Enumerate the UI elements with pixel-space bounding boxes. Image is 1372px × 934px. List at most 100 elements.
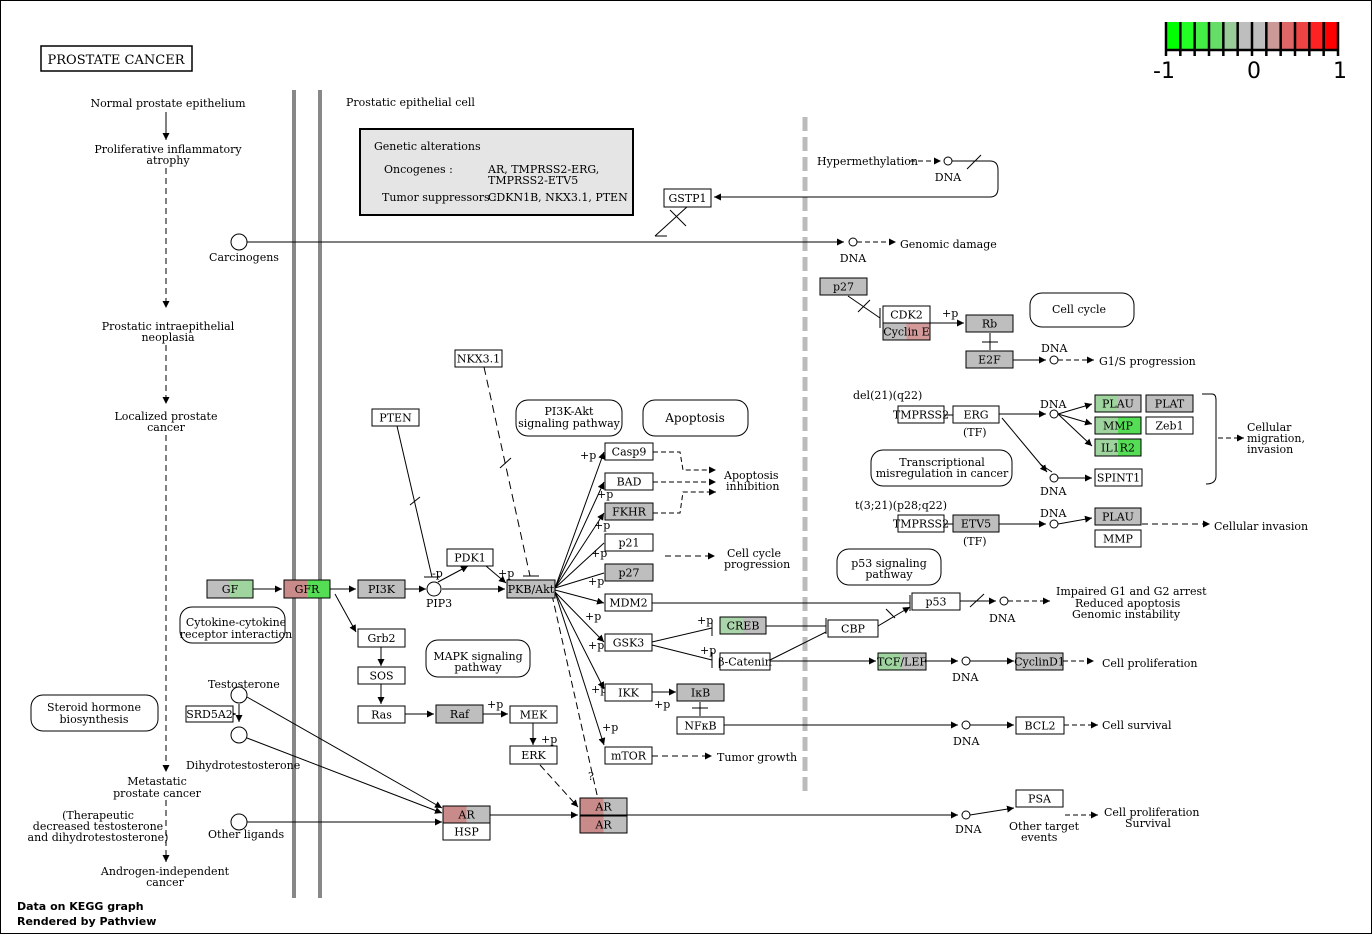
pathway-cell-cycle[interactable]	[1029, 292, 1135, 328]
gene-zeb1[interactable]: Zeb1	[1145, 416, 1194, 435]
label-plus-p-raf: +p	[487, 698, 503, 711]
gene-mmp1[interactable]: MMP	[1094, 416, 1142, 435]
gene-p27a[interactable]: p27	[604, 563, 654, 582]
gene-ras[interactable]: Ras	[357, 705, 406, 724]
gene-il1r2[interactable]: IL1R2	[1094, 438, 1142, 457]
gene-pten[interactable]: PTEN	[371, 408, 420, 427]
gene-pi3k[interactable]: PI3K	[357, 579, 406, 599]
gene-etv5[interactable]: ETV5	[952, 514, 1000, 533]
gene-pdk1[interactable]: PDK1	[446, 548, 494, 567]
gene-creb[interactable]: CREB	[719, 616, 767, 635]
gene-rb-fill-left	[966, 315, 990, 332]
pathway-p53[interactable]	[836, 548, 942, 586]
gene-mmp2[interactable]: MMP	[1094, 529, 1142, 548]
label-cell-prolif: Cell proliferation	[1102, 657, 1197, 670]
gene-erk[interactable]: ERK	[509, 745, 558, 765]
gene-mek-border	[509, 705, 558, 724]
gene-gf[interactable]: GF	[206, 579, 254, 599]
gene-plat[interactable]: PLAT	[1145, 394, 1194, 413]
gene-pkb-border	[506, 579, 556, 599]
gene-plau1[interactable]: PLAU	[1094, 394, 1142, 413]
gene-cycline[interactable]: Cyclin E	[882, 322, 931, 341]
gene-ar1-label: AR	[457, 809, 475, 822]
gene-bcl2[interactable]: BCL2	[1015, 716, 1065, 735]
label-plus-p-bcat: +p	[700, 644, 716, 657]
pathway-mapk[interactable]	[425, 639, 531, 678]
gene-plau2[interactable]: PLAU	[1094, 507, 1142, 526]
pathway-pi3k-akt[interactable]	[515, 399, 623, 437]
other-ligands-node[interactable]	[230, 813, 248, 831]
gene-pi3k-fill-left	[358, 580, 382, 598]
label-plus-p-6: +p	[585, 610, 601, 623]
gene-ikb[interactable]: IκB	[676, 683, 725, 702]
gene-pkb[interactable]: PKB/Akt	[506, 579, 556, 599]
gene-tcf[interactable]: TCF/LEF	[877, 652, 927, 671]
gene-psa[interactable]: PSA	[1015, 789, 1064, 808]
gene-psa-label: PSA	[1028, 793, 1052, 806]
gene-mmp1-fill-right	[1118, 417, 1141, 434]
gene-mek[interactable]: MEK	[509, 705, 558, 724]
gene-rb[interactable]: Rb	[965, 314, 1014, 333]
carcinogens-node[interactable]	[230, 233, 248, 251]
gene-bad-fill-right	[629, 473, 653, 490]
gene-cyclind1[interactable]: CyclinD1	[1014, 652, 1065, 671]
gene-tmprss2a[interactable]: TMPRSS2	[893, 405, 949, 424]
gene-ar1[interactable]: AR	[442, 805, 491, 824]
gene-ar2[interactable]: AR	[579, 797, 628, 816]
gene-gfr[interactable]: GFR	[283, 579, 331, 599]
pathway-steroid[interactable]	[30, 694, 159, 732]
gene-p53[interactable]: p53	[911, 592, 961, 611]
gene-gstp1[interactable]: GSTP1	[663, 188, 712, 208]
gene-p21-fill-left	[605, 534, 629, 551]
gene-nkx31-fill-right	[478, 350, 502, 367]
label-plus-p-2: +p	[597, 488, 613, 501]
gene-raf[interactable]: Raf	[435, 704, 484, 724]
gene-erg[interactable]: ERG	[952, 405, 1000, 424]
gene-plat-fill-left	[1146, 395, 1170, 412]
pathway-tm-label-1: Transcriptional	[899, 456, 985, 469]
gene-ikk[interactable]: IKK	[604, 683, 653, 702]
gene-mtor[interactable]: mTOR	[604, 746, 653, 765]
label-hypermethylation: Hypermethylation	[817, 155, 918, 168]
testosterone-node[interactable]	[230, 686, 248, 704]
gene-nkx31[interactable]: NKX3.1	[454, 349, 503, 368]
gene-il1r2-fill-left	[1095, 439, 1118, 456]
gene-cbp[interactable]: CBP	[827, 619, 879, 638]
label-impaired-3: Genomic instability	[1072, 608, 1181, 621]
gene-erk-label: ERK	[521, 749, 546, 762]
gene-sos[interactable]: SOS	[357, 666, 406, 685]
gene-gsk3[interactable]: GSK3	[604, 633, 653, 652]
gene-gf-border	[206, 579, 254, 599]
gene-tmprss2b[interactable]: TMPRSS2	[893, 514, 949, 533]
gene-spint1[interactable]: SPINT1	[1094, 468, 1143, 487]
gene-ar3[interactable]: AR	[579, 815, 628, 834]
gene-erg-fill-right	[976, 406, 999, 423]
label-impaired-1: Impaired G1 and G2 arrest	[1056, 585, 1207, 598]
gene-erk-fill-right	[533, 746, 557, 764]
pip3-node[interactable]	[426, 581, 442, 597]
gene-casp9[interactable]: Casp9	[604, 442, 654, 461]
gene-cdk2[interactable]: CDK2	[882, 305, 931, 324]
gene-gstp1-border	[663, 188, 712, 208]
pathway-pi3k-label-2: signaling pathway	[518, 417, 621, 430]
gene-psa-fill-right	[1039, 790, 1063, 807]
gene-hsp[interactable]: HSP	[442, 822, 491, 841]
label-pia-2: atrophy	[146, 154, 190, 167]
pathway-transcriptional-misregulation[interactable]	[870, 449, 1013, 487]
gene-bcat[interactable]: β-Catenin	[718, 652, 772, 671]
gene-e2f[interactable]: E2F	[965, 350, 1014, 369]
gene-rb-border	[965, 314, 1014, 333]
gene-mdm2[interactable]: MDM2	[604, 593, 653, 612]
gene-grb2[interactable]: Grb2	[357, 628, 406, 648]
dht-node[interactable]	[230, 726, 248, 744]
gene-pi3k-fill-right	[381, 580, 405, 598]
pathway-apoptosis[interactable]	[642, 399, 749, 437]
gene-nfkb[interactable]: NFκB	[676, 716, 725, 735]
gene-p21[interactable]: p21	[604, 533, 654, 552]
gene-srd5a2-fill-right	[209, 706, 233, 722]
gene-srd5a2[interactable]: SRD5A2	[185, 705, 234, 723]
pathway-cytokine[interactable]	[179, 606, 286, 644]
gene-bad[interactable]: BAD	[604, 472, 654, 491]
gene-p27b[interactable]: p27	[819, 277, 868, 296]
gene-fkhr[interactable]: FKHR	[604, 502, 654, 521]
